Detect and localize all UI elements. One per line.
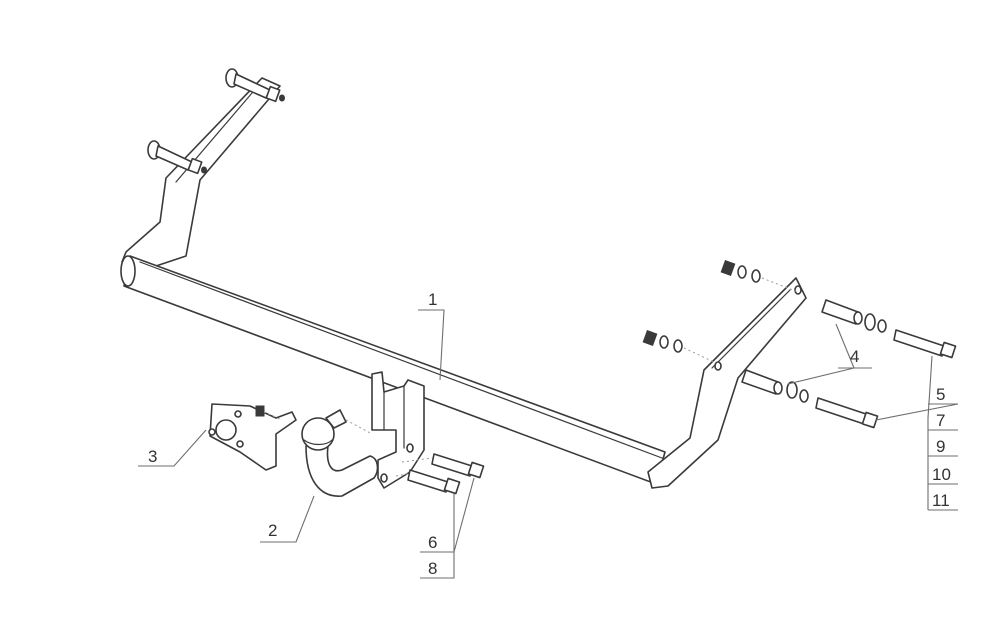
electrical-socket-bracket [208,403,297,471]
right-mounting-bracket [647,277,807,489]
callout-labels: 1 2 3 4 5 6 7 8 9 10 11 [148,290,951,578]
long-bolt-upper [893,329,945,357]
callout-1: 1 [428,290,437,309]
tow-ball-neck [301,409,379,497]
bolt-lower [407,469,449,493]
callout-5: 5 [936,385,945,404]
callout-4: 4 [850,347,859,366]
bolt-upper [431,453,473,477]
spacer-tube-lower [741,369,779,395]
callout-6: 6 [428,533,437,552]
callout-2: 2 [268,521,277,540]
towbar-crossbeam-assembly [120,77,807,489]
tow-ball [301,417,335,451]
callout-8: 8 [428,559,437,578]
callout-9: 9 [936,437,945,456]
left-bracket-bolts [147,68,285,175]
callout-7: 7 [936,411,945,430]
left-mounting-bracket [121,77,281,271]
callout-11: 11 [932,491,950,510]
spacer-tube-upper [821,299,859,325]
right-side-fasteners [642,260,957,429]
leader-lines [138,309,959,579]
long-bolt-lower [815,397,867,425]
ball-mount-bolts [395,453,485,495]
crossbeam-left-end [120,255,136,287]
callout-3: 3 [148,447,157,466]
crossbeam-tube [123,255,666,485]
callout-10: 10 [932,465,951,484]
ball-mount-housing [371,371,425,489]
